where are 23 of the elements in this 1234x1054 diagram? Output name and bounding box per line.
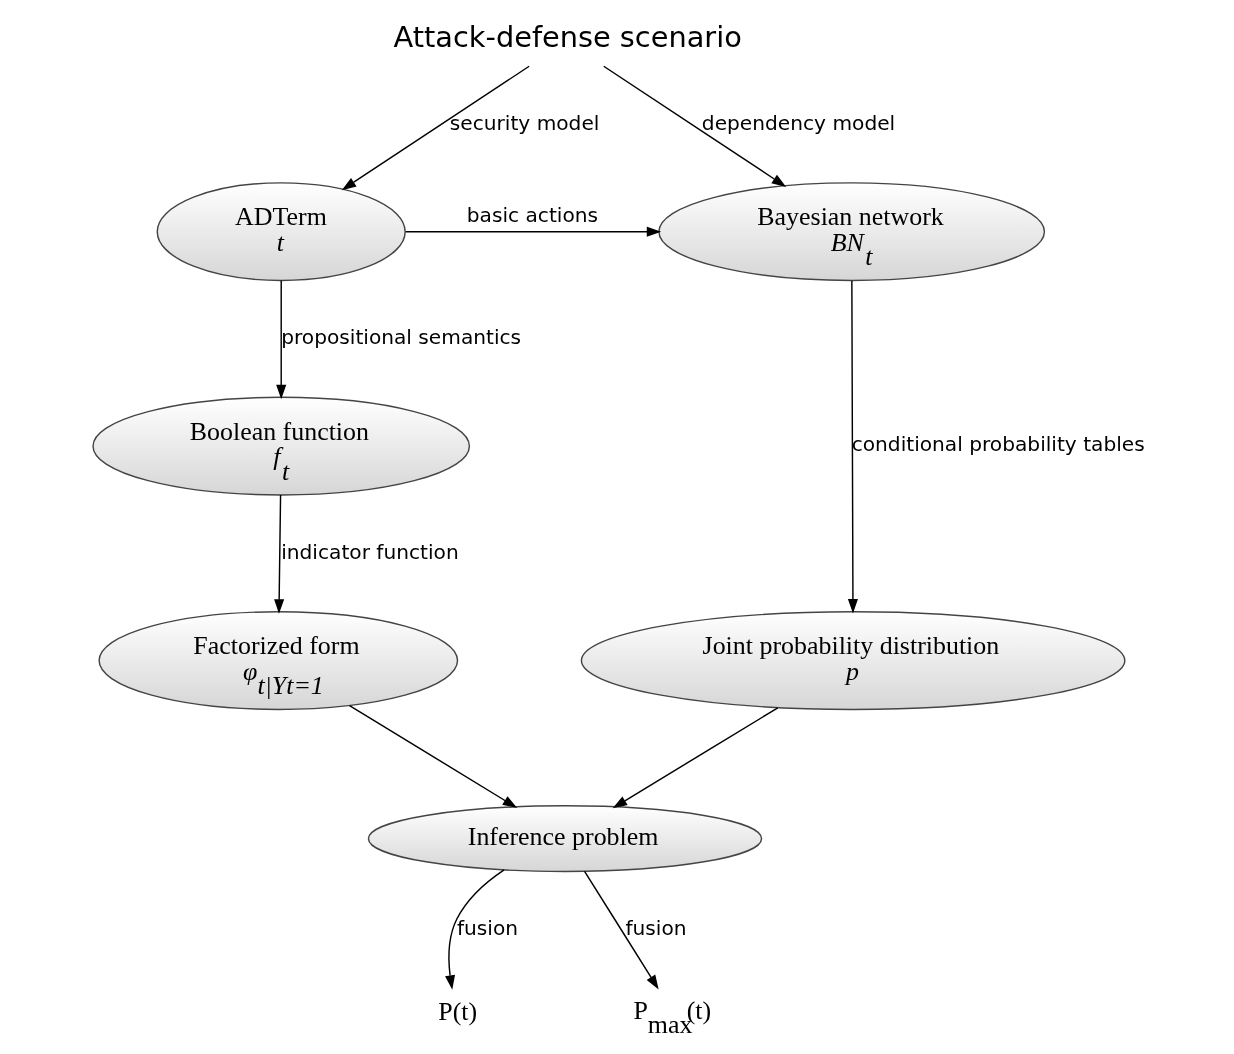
arrow [341,65,530,191]
arrow [276,279,287,400]
arrow [603,65,787,187]
node-ellipse: Inference problem [367,805,763,873]
edge-label: basic actions [466,202,599,227]
edge-label: fusion [625,915,687,940]
edge-label: propositional semantics [281,325,522,350]
arrow [445,869,505,990]
node-ellipse: Joint probability distribution p [580,611,1126,711]
node-text: Attack-defense scenario [393,20,742,55]
arrow [348,704,518,808]
arrow [583,870,659,990]
arrow [847,280,858,614]
edge-label: indicator function [281,539,459,564]
node-ellipse: ADTerm t [156,182,406,282]
edge-label: dependency model [701,110,896,135]
edge-label: conditional probability tables [851,432,1145,457]
node-text: P(t) [438,997,478,1027]
edge-label: fusion [456,915,519,940]
edge-label: security model [449,110,600,135]
arrow [612,707,779,809]
arrow [274,494,285,614]
arrow [404,226,662,237]
